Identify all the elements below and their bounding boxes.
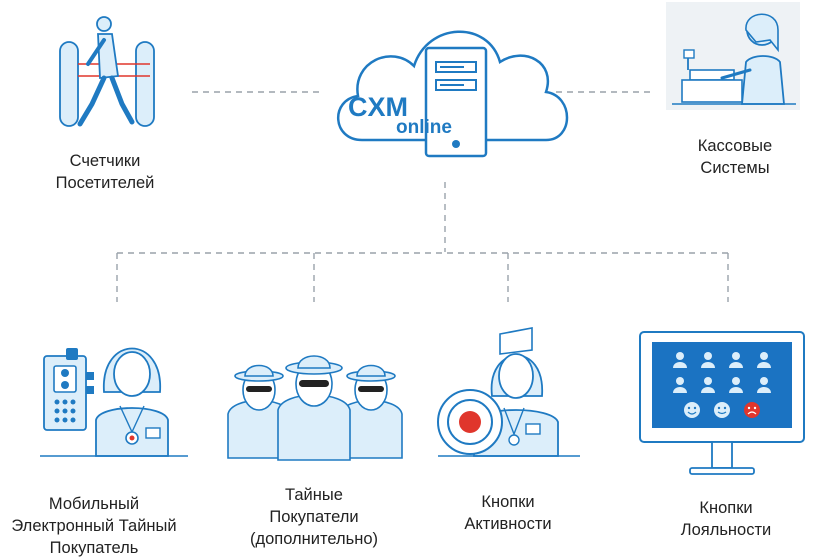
label-line: Посетителей — [55, 174, 155, 192]
connectors — [116, 91, 729, 302]
cashier-register-icon — [666, 2, 800, 110]
cashier-body — [741, 55, 785, 105]
keypad — [54, 399, 76, 423]
neutral-face-icon — [714, 402, 730, 418]
nurse-with-call-button-icon — [437, 327, 580, 457]
nurse-badge — [525, 423, 541, 435]
device-camera — [53, 365, 77, 393]
person-head — [96, 16, 112, 32]
nurse-lanyard — [503, 407, 525, 436]
label-line: Электронный Тайный — [11, 517, 177, 535]
turnstile-walking-person-icon — [59, 16, 155, 127]
register-display — [683, 49, 695, 59]
label-line: Кассовые — [697, 137, 773, 155]
logo-sub: online — [396, 117, 452, 138]
label-line: Покупатель — [49, 539, 139, 557]
camera-lens-2 — [61, 381, 69, 389]
register-base — [681, 79, 743, 103]
server-body — [424, 46, 488, 158]
nurse-cap — [499, 327, 533, 355]
device-top-button — [66, 348, 78, 360]
logo-main: CXM — [348, 92, 408, 122]
woman-face — [113, 351, 151, 397]
person-leg-back — [109, 75, 135, 125]
three-spies-icon — [227, 355, 403, 461]
monitor-stand — [689, 467, 755, 475]
label-line: Лояльности — [680, 521, 772, 539]
nurse-face — [498, 353, 534, 399]
label-line: Тайные — [285, 486, 343, 504]
label-line: Мобильный — [48, 495, 140, 513]
label-activity-buttons: Кнопки Активности — [438, 491, 578, 535]
woman-badge — [145, 427, 161, 439]
cloud-server-icon: CXM online — [337, 30, 569, 158]
label-line: Кнопки — [481, 493, 535, 511]
sad-face-icon — [744, 402, 760, 418]
monitor-neck — [711, 441, 733, 469]
woman-pendant-dot — [129, 435, 135, 441]
woman-with-mobile-device-icon — [40, 347, 188, 457]
cashier-arm — [720, 68, 752, 80]
call-button-core — [459, 411, 481, 433]
label-visitor-counters: Счетчики Посетителей — [25, 150, 185, 194]
label-line: Счетчики — [69, 152, 141, 170]
label-line: Кнопки — [699, 499, 753, 517]
label-line: Активности — [464, 515, 552, 533]
turnstile-right — [135, 41, 155, 127]
device-side-button-1 — [86, 372, 94, 380]
spy-center — [277, 355, 351, 461]
label-mystery-shoppers: Тайные Покупатели (дополнительно) — [234, 484, 394, 550]
label-line: (дополнительно) — [249, 530, 378, 548]
server-led — [452, 140, 460, 148]
label-line: Покупатели — [269, 508, 359, 526]
label-loyalty-buttons: Кнопки Лояльности — [656, 497, 796, 541]
camera-lens-1 — [61, 369, 69, 377]
label-mobile-mystery-shopper: Мобильный Электронный Тайный Покупатель — [0, 493, 188, 559]
turnstile-left — [59, 41, 79, 127]
cashier-hair — [745, 13, 779, 53]
device-side-button-2 — [86, 386, 94, 394]
person-arm — [86, 38, 106, 66]
happy-face-icon — [684, 402, 700, 418]
audience-icons — [673, 352, 771, 393]
label-cash-systems: Кассовые Системы — [665, 135, 805, 179]
spy-right — [339, 364, 403, 459]
spy-left — [227, 364, 291, 459]
person-leg-front — [77, 75, 107, 127]
nurse-pendant — [508, 434, 520, 446]
label-line: Системы — [700, 159, 770, 177]
person-body — [97, 33, 120, 80]
monitor-with-rating-faces-icon — [639, 331, 805, 475]
